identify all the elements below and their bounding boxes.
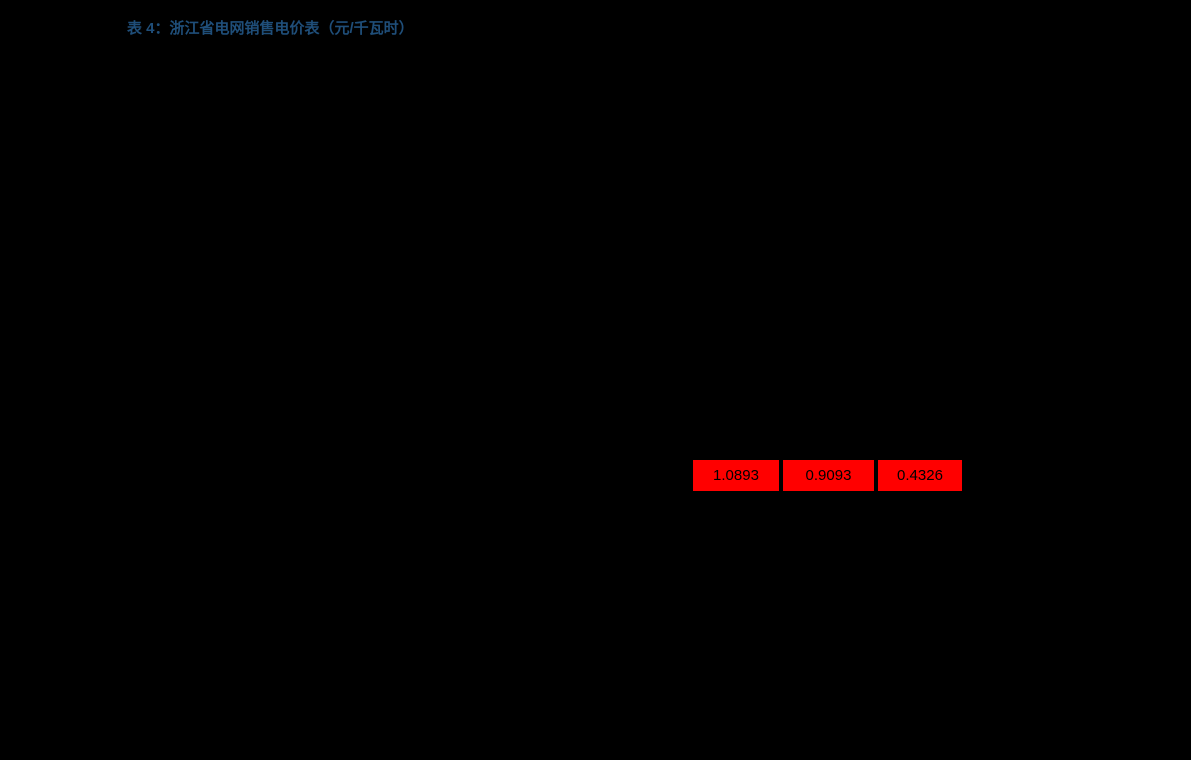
price-cell: 0.9093 bbox=[783, 460, 874, 491]
price-cell: 0.4326 bbox=[878, 460, 962, 491]
price-cell: 1.0893 bbox=[693, 460, 779, 491]
highlighted-price-row: 1.0893 0.9093 0.4326 bbox=[693, 460, 962, 491]
table-caption: 表 4：浙江省电网销售电价表（元/千瓦时） bbox=[127, 20, 414, 37]
